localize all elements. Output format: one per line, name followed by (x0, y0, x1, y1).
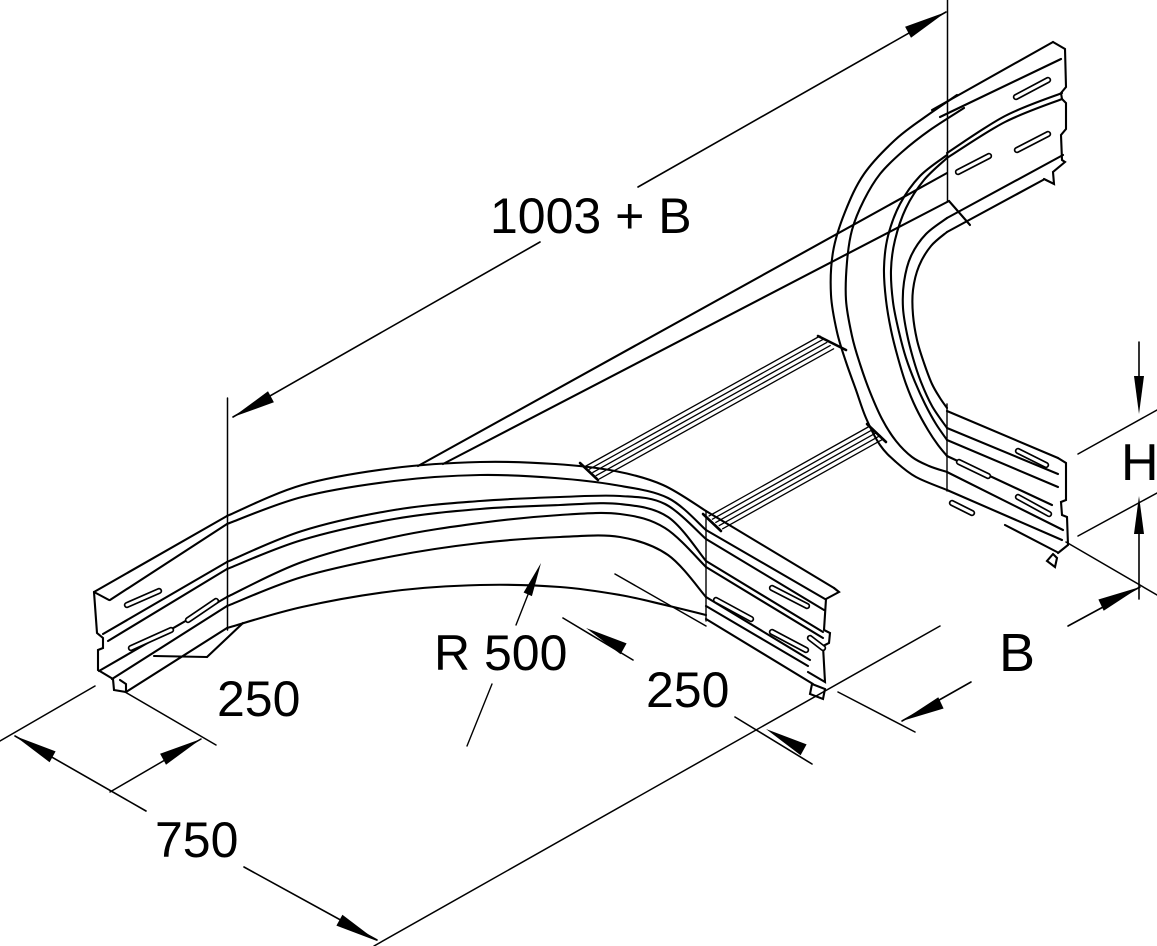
svg-text:H: H (1121, 434, 1157, 492)
svg-text:R 500: R 500 (434, 625, 567, 681)
svg-text:250: 250 (217, 671, 300, 727)
svg-text:B: B (999, 623, 1035, 683)
svg-text:750: 750 (155, 812, 238, 868)
svg-text:250: 250 (646, 662, 729, 718)
svg-text:1003 + B: 1003 + B (490, 188, 692, 244)
